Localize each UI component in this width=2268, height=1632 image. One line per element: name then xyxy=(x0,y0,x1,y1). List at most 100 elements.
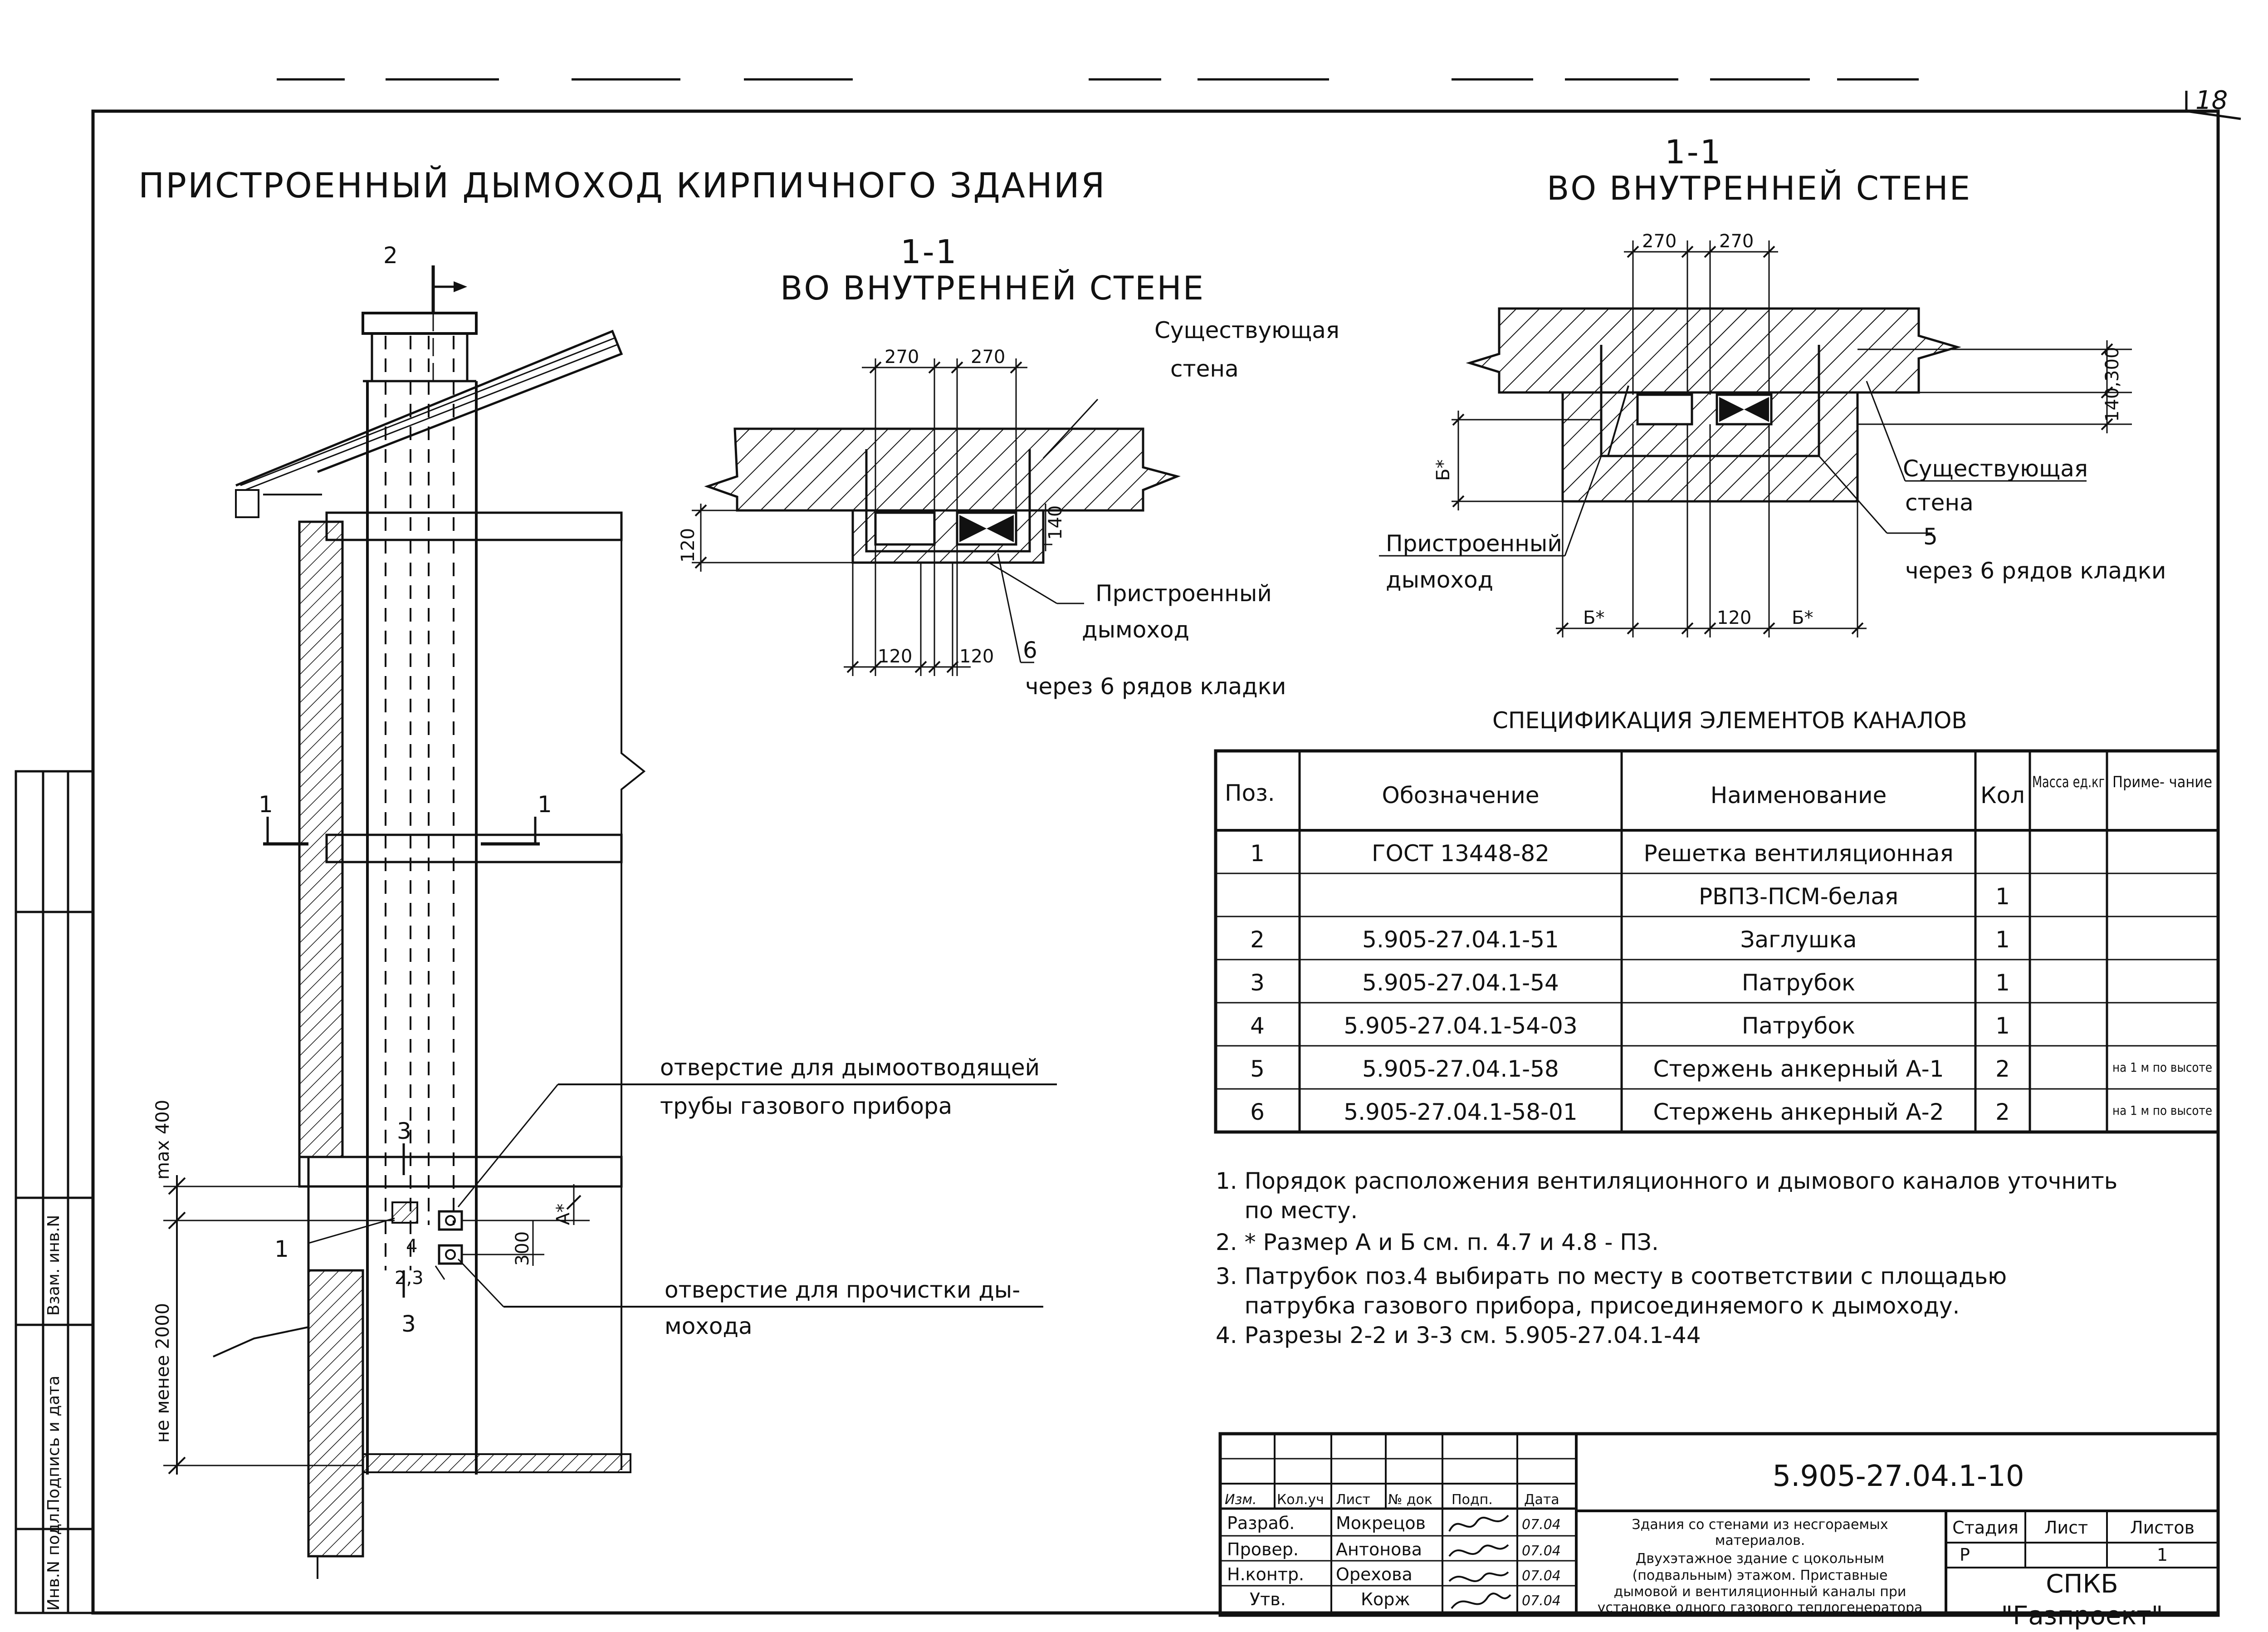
spec-cell: 5.905-27.04.1-54-03 xyxy=(1344,1013,1577,1039)
spec-cell: Патрубок xyxy=(1742,970,1855,996)
spec-cell: 1 xyxy=(1995,926,2010,953)
spec-cell: 6 xyxy=(1250,1099,1265,1125)
section-b-dim-b-right: Б* xyxy=(1792,608,1813,628)
label-clean-hole-1: отверстие для прочистки ды- xyxy=(665,1277,1020,1303)
spec-cell: 5.905-27.04.1-51 xyxy=(1362,926,1559,953)
tb-org-2: "Газпроект" xyxy=(2001,1601,2163,1631)
callout-2-3: 2,3 xyxy=(395,1268,424,1289)
spec-cell: Стержень анкерный А-2 xyxy=(1653,1099,1944,1125)
spec-cell: Патрубок xyxy=(1742,1013,1855,1039)
tb-sheet-header: Лист xyxy=(2044,1518,2088,1538)
spec-cell: на 1 м по высоте xyxy=(2112,1060,2212,1075)
tb-role: Разраб. xyxy=(1227,1513,1295,1533)
spec-cell: 1 xyxy=(1995,883,2010,910)
tb-role: Провер. xyxy=(1227,1539,1299,1559)
spec-table-grid xyxy=(1214,749,2220,1134)
dim-a: А* xyxy=(553,1204,574,1225)
spec-cell: 4 xyxy=(1250,1013,1265,1039)
notes: 1. Порядок расположения вентиляционного … xyxy=(1216,1168,2117,1348)
note-line: 4. Разрезы 2-2 и 3-3 см. 5.905-27.04.1-4… xyxy=(1216,1322,1701,1348)
stamp-replace-inv: Взам. инв.N xyxy=(44,1215,63,1316)
tb-col-date: Дата xyxy=(1524,1492,1559,1508)
dim-300: 300 xyxy=(512,1231,533,1266)
section-a xyxy=(692,358,1181,676)
tb-stage-header: Стадия xyxy=(1952,1518,2019,1538)
note-line: 3. Патрубок поз.4 выбирать по месту в со… xyxy=(1216,1263,2007,1289)
table-row: 2 5.905-27.04.1-51 Заглушка 1 xyxy=(1250,926,2010,953)
spec-cell: 5.905-27.04.1-54 xyxy=(1362,970,1559,996)
section-a-number: 1-1 xyxy=(900,233,958,271)
spec-cell: 1 xyxy=(1250,840,1265,867)
section-b-existing-2: стена xyxy=(1905,490,1974,516)
spec-header-mass: Масса ед.кг xyxy=(2032,773,2105,791)
spec-cell: 1 xyxy=(1995,970,2010,996)
spec-title: СПЕЦИФИКАЦИЯ ЭЛЕМЕНТОВ КАНАЛОВ xyxy=(1492,707,1967,734)
spec-cell: 2 xyxy=(1250,926,1265,953)
section-mark-3-bottom: 3 xyxy=(401,1311,416,1337)
section-b-attached-2: дымоход xyxy=(1386,567,1493,593)
spec-cell: 3 xyxy=(1250,970,1265,996)
note-line: патрубка газового прибора, присоединяемо… xyxy=(1216,1293,1960,1319)
section-b xyxy=(1379,240,2132,637)
sheet-number: 18 xyxy=(2195,86,2228,115)
tb-desc-line: установке одного газового теплогенератор… xyxy=(1598,1600,1923,1616)
spec-header-name: Наименование xyxy=(1711,782,1887,809)
section-b-dim-b-left: Б* xyxy=(1583,608,1604,628)
section-a-dim-270-right: 270 xyxy=(971,347,1005,368)
section-a-dim-120-vert: 120 xyxy=(678,528,699,563)
section-b-title: ВО ВНУТРЕННЕЙ СТЕНЕ xyxy=(1547,169,1971,207)
title-block-grid xyxy=(1218,1432,2220,1617)
signatures xyxy=(1448,1514,1511,1609)
table-row: 4 5.905-27.04.1-54-03 Патрубок 1 xyxy=(1250,1013,2010,1039)
tb-col-kol: Кол.уч xyxy=(1277,1492,1324,1508)
section-a-existing-2: стена xyxy=(1170,356,1239,382)
spec-cell: 2 xyxy=(1995,1099,2010,1125)
section-b-dim-270-left: 270 xyxy=(1642,231,1677,252)
stamp-sign-date: Подпись и дата xyxy=(44,1376,63,1511)
table-row: РВПЗ-ПСМ-белая 1 xyxy=(1699,883,2010,910)
spec-cell: Заглушка xyxy=(1740,926,1857,953)
table-row: 6 5.905-27.04.1-58-01 Стержень анкерный … xyxy=(1250,1099,2212,1125)
section-a-callout-6: 6 xyxy=(1023,637,1037,663)
tb-date: 07.04 xyxy=(1522,1593,1561,1609)
table-row: 1 ГОСТ 13448-82 Решетка вентиляционная xyxy=(1250,840,1953,867)
spec-cell: 5.905-27.04.1-58 xyxy=(1362,1056,1559,1082)
spec-header-designation: Обозначение xyxy=(1382,782,1540,809)
tb-name: Мокрецов xyxy=(1336,1513,1426,1533)
section-b-dim-120: 120 xyxy=(1717,608,1751,628)
section-mark-1-left: 1 xyxy=(259,791,273,818)
tb-description: Здания со стенами из несгораемых материа… xyxy=(1598,1517,1923,1616)
chimney-elevation xyxy=(163,265,1057,1579)
tb-col-sign: Подп. xyxy=(1452,1492,1493,1508)
table-row: 5 5.905-27.04.1-58 Стержень анкерный А-1… xyxy=(1250,1056,2212,1082)
spec-header-qty: Кол xyxy=(1980,782,2025,809)
title-block-code: 5.905-27.04.1-10 xyxy=(1772,1460,2024,1493)
tb-date: 07.04 xyxy=(1522,1543,1561,1559)
tb-desc-line: (подвальным) этажом. Приставные xyxy=(1633,1568,1888,1583)
section-b-dim-140-300: 140,300 xyxy=(2102,347,2123,422)
tb-sheets-header: Листов xyxy=(2130,1518,2195,1538)
side-stamp xyxy=(15,770,94,1614)
section-b-attached-1: Пристроенный xyxy=(1386,530,1562,557)
dim-max-400: max 400 xyxy=(152,1100,173,1180)
spec-cell: 5.905-27.04.1-58-01 xyxy=(1344,1099,1577,1125)
spec-cell: 1 xyxy=(1995,1013,2010,1039)
section-b-number: 1-1 xyxy=(1665,133,1722,171)
tb-date: 07.04 xyxy=(1522,1517,1561,1533)
tb-role: Утв. xyxy=(1250,1589,1286,1609)
tb-name: Корж xyxy=(1361,1589,1410,1609)
tb-role: Н.контр. xyxy=(1227,1564,1304,1584)
spec-cell: ГОСТ 13448-82 xyxy=(1372,840,1549,867)
section-mark-3-top: 3 xyxy=(397,1118,411,1144)
tb-desc-line: материалов. xyxy=(1715,1533,1805,1549)
label-flue-hole-1: отверстие для дымоотводящей xyxy=(660,1054,1040,1081)
section-a-dim-120-right: 120 xyxy=(959,646,994,667)
spec-rows: 1 ГОСТ 13448-82 Решетка вентиляционная Р… xyxy=(1250,840,2212,1125)
label-clean-hole-2: мохода xyxy=(665,1313,753,1339)
main-title: ПРИСТРОЕННЫЙ ДЫМОХОД КИРПИЧНОГО ЗДАНИЯ xyxy=(138,165,1106,206)
tb-col-izm: Изм. xyxy=(1225,1492,1257,1508)
tb-name: Антонова xyxy=(1336,1539,1422,1559)
section-a-dim-120-left: 120 xyxy=(878,646,912,667)
note-line: 1. Порядок расположения вентиляционного … xyxy=(1216,1168,2117,1194)
